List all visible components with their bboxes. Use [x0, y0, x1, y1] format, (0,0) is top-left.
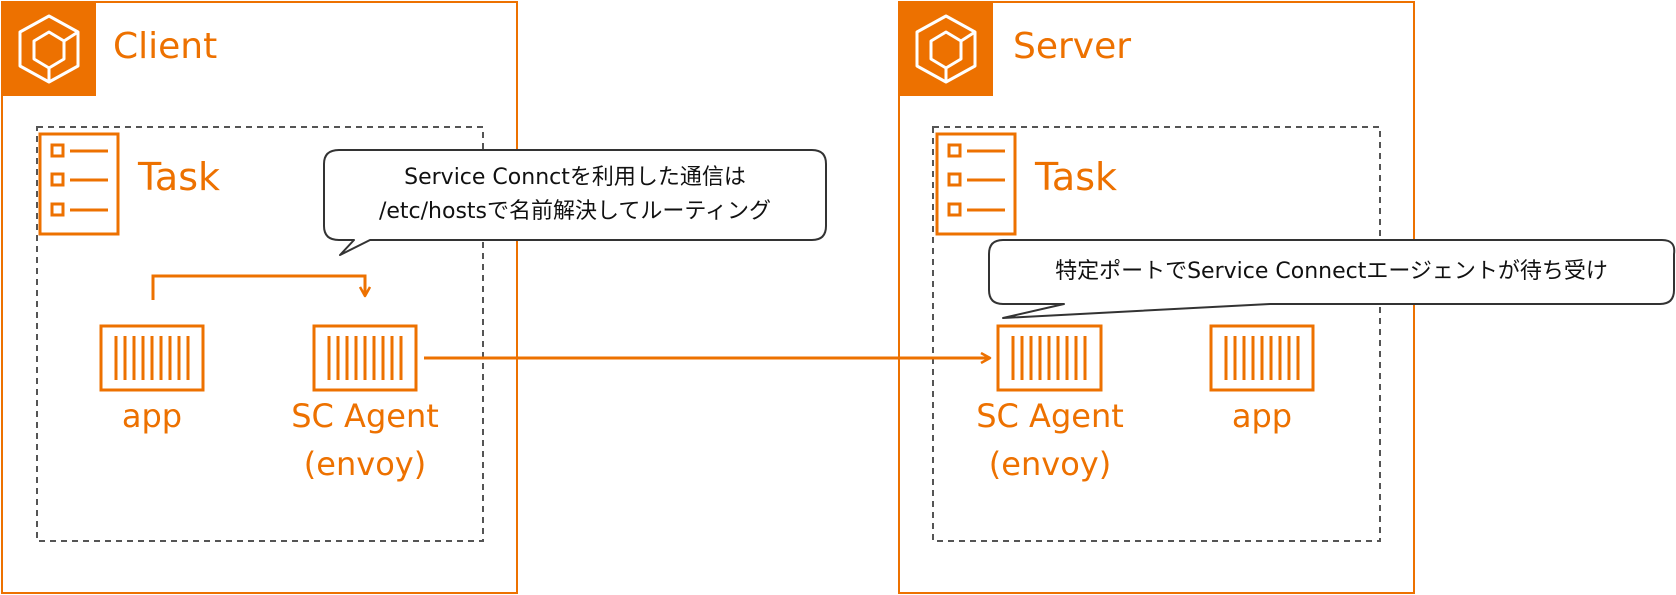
server-agent-label-line2: (envoy): [988, 445, 1112, 483]
client-title: Client: [113, 26, 218, 67]
internal-route-arrow: [151, 274, 365, 300]
client-agent-label-line2: (envoy): [303, 445, 427, 483]
server-callout-line1: 特定ポートでService Connectエージェントが待ち受け: [1055, 259, 1608, 284]
client-agent-label: SC Agent (envoy): [285, 392, 445, 488]
task-definition-icon: [935, 132, 1017, 236]
server-agent-container-icon: [996, 324, 1103, 392]
ecs-cluster-icon: [915, 14, 977, 84]
server-callout-bubble: [988, 239, 1676, 319]
server-agent-label: SC Agent (envoy): [970, 392, 1130, 488]
server-title: Server: [1013, 26, 1132, 67]
ecs-cluster-icon: [18, 14, 80, 84]
server-callout-text: 特定ポートでService Connectエージェントが待ち受け: [989, 255, 1674, 289]
client-callout-line2: /etc/hostsで名前解決してルーティング: [378, 199, 772, 224]
server-task-title: Task: [1035, 155, 1118, 199]
server-app-label: app: [1231, 397, 1293, 435]
client-app-container-icon: [99, 324, 205, 392]
server-agent-label-line1: SC Agent: [976, 397, 1124, 435]
client-group: [1, 1, 518, 594]
task-definition-icon: [38, 132, 120, 236]
client-callout-text: Service Connctを利用した通信は /etc/hostsで名前解決して…: [324, 161, 826, 229]
client-callout-bubble: [323, 149, 827, 256]
server-task-group: [932, 126, 1381, 542]
client-agent-container-icon: [312, 324, 418, 392]
client-app-label: app: [121, 397, 183, 435]
client-agent-label-line1: SC Agent: [291, 397, 439, 435]
client-task-group: [36, 126, 484, 542]
server-app-container-icon: [1209, 324, 1315, 392]
client-callout-line1: Service Connctを利用した通信は: [404, 165, 746, 190]
client-task-title: Task: [138, 155, 221, 199]
